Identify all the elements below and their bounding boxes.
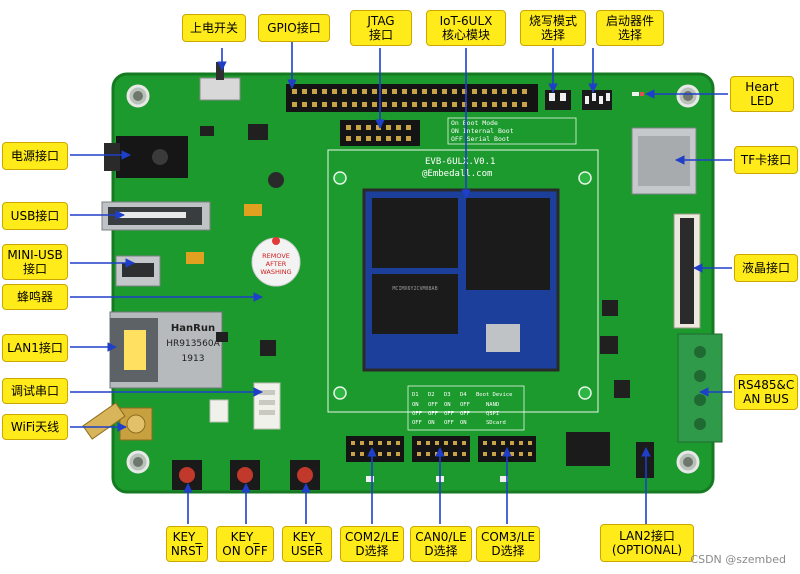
burn-option-1: On Boot Mode [451,119,498,127]
label-wifi: WiFi天线 [2,414,68,440]
svg-text:OFF: OFF [444,411,454,417]
label-key-onoff: KEY_ ON OFF [216,526,274,562]
rs485-can-terminal [677,333,723,443]
gpio-header [286,84,538,112]
label-key-user: KEY_ USER [282,526,332,562]
power-jack [104,136,188,178]
usb-a-connector [101,201,211,231]
watermark: CSDN @szembed [690,553,786,566]
label-lan2: LAN2接口 (OPTIONAL) [600,524,694,562]
svg-text:SDcard: SDcard [486,420,506,426]
board-title: EVB-6ULX.V0.1 [425,157,495,167]
power-switch [199,62,241,101]
mini-usb-connector [115,255,161,287]
label-tf-card: TF卡接口 [734,146,798,174]
wifi-antenna-connector [82,402,153,441]
label-buzzer: 蜂鸣器 [2,284,68,310]
burn-mode-table: On Boot Mode ON Internal Boot OFF Serial… [447,117,577,145]
buzzer-text-2: AFTER [266,260,287,268]
label-key-nrst: KEY_ NRST [166,526,208,562]
label-rs485-can: RS485&C AN BUS [734,374,798,410]
label-lcd: 液晶接口 [734,254,798,282]
buzzer-text-1: REMOVE [262,252,290,260]
misc-components [186,124,630,398]
svg-text:ON: ON [412,402,419,408]
label-can0: CAN0/LE D选择 [410,526,472,562]
svg-text:OFF: OFF [412,420,422,426]
buzzer-text-3: WASHING [260,268,291,276]
burn-option-3: OFF Serial Boot [451,135,510,143]
chip-mark: MCIMX6Y2CVM08AB [392,286,437,292]
svg-text:OFF: OFF [428,411,438,417]
svg-text:ON: ON [428,420,435,426]
tf-card-slot [631,127,697,195]
svg-text:OFF: OFF [444,420,454,426]
label-mini-usb: MINI-USB 接口 [2,244,68,280]
boot-h1: D1 [412,392,419,398]
label-com2: COM2/LE D选择 [340,526,404,562]
label-power-port: 电源接口 [2,142,68,170]
label-usb: USB接口 [2,202,68,230]
label-heart-led: Heart LED [730,76,794,112]
boot-table: D1 D2 D3 D4 Boot Device ON OFF ON OFF NA… [407,385,525,431]
svg-text:OFF: OFF [428,402,438,408]
label-power-switch: 上电开关 [182,14,246,42]
svg-text:OFF: OFF [460,402,470,408]
label-core-module: IoT-6ULX 核心模块 [426,10,506,46]
burn-option-2: ON Internal Boot [451,127,514,135]
boot-h5: Boot Device [476,392,512,398]
svg-text:OFF: OFF [460,411,470,417]
boot-device-switch [582,90,612,110]
buzzer: REMOVE AFTER WASHING [251,237,301,287]
label-lan1: LAN1接口 [2,334,68,362]
label-com3: COM3/LE D选择 [476,526,540,562]
svg-text:OFF: OFF [412,411,422,417]
label-jtag: JTAG 接口 [350,10,412,46]
heart-led [632,92,644,96]
label-gpio: GPIO接口 [258,14,330,42]
svg-text:ON: ON [444,402,451,408]
leader-lines [70,40,732,524]
burn-mode-switch [545,90,571,110]
ethernet-jack: HanRun HR913560A 1913 [109,311,223,389]
push-buttons [172,460,320,490]
boot-h2: D2 [428,392,435,398]
label-burn-mode: 烧写模式 选择 [520,10,586,46]
boot-h4: D4 [460,392,467,398]
core-module: EVB-6ULX.V0.1 @Embedall.com MCIMX6Y2CVM0… [327,149,599,413]
boot-h3: D3 [444,392,451,398]
eth-part: HR913560A [166,339,220,349]
eth-brand: HanRun [171,323,215,334]
lcd-fpc-connector [673,213,701,329]
svg-text:NAND: NAND [486,402,499,408]
label-boot-device: 启动器件 选择 [596,10,664,46]
eth-code: 1913 [182,354,205,364]
svg-text:ON: ON [460,420,467,426]
svg-text:QSPI: QSPI [486,411,499,417]
label-debug-serial: 调试串口 [2,378,68,404]
board-site: @Embedall.com [422,169,492,179]
